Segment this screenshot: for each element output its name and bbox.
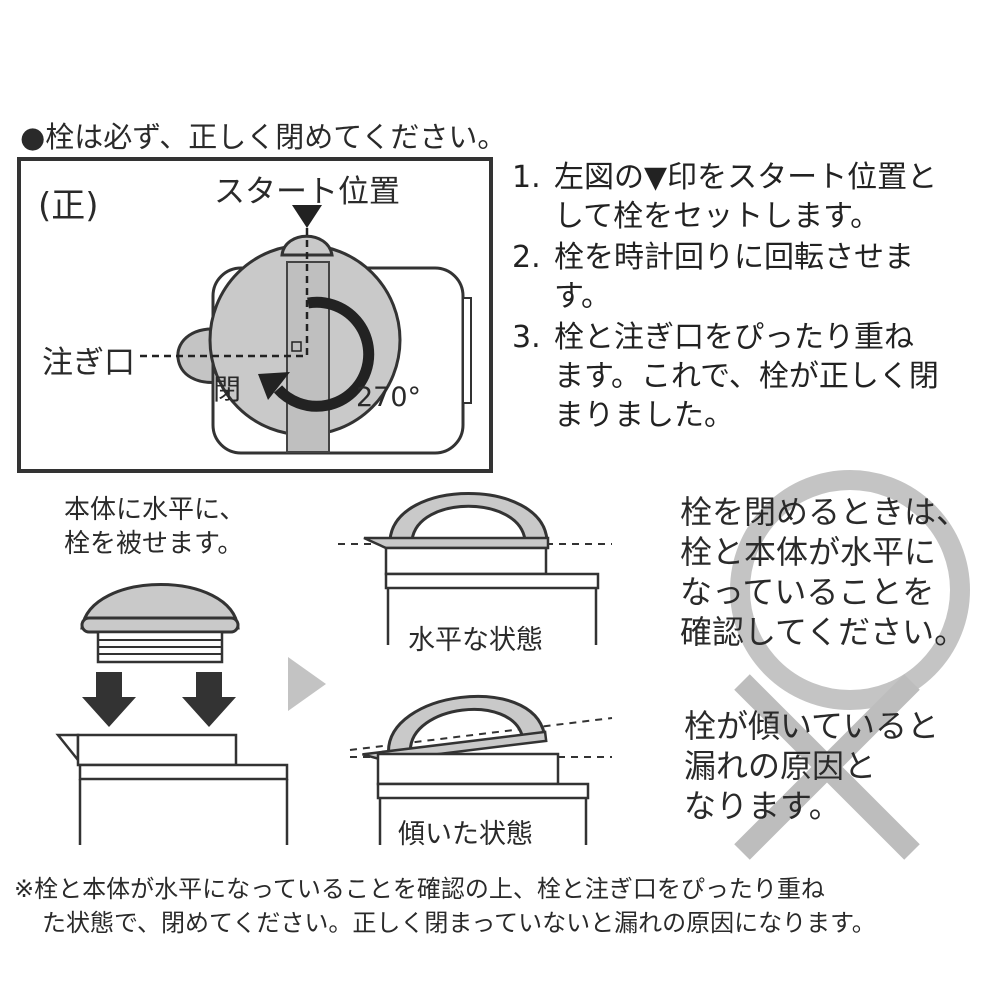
- start-marker-triangle: [292, 205, 322, 228]
- tilted-state-label: 傾いた状態: [398, 819, 533, 850]
- spout-label: 注ぎ口: [42, 345, 135, 381]
- start-position-label: スタート位置: [214, 174, 400, 210]
- footnote: ※栓と本体が水平になっていることを確認の上、栓と注ぎ口をぴったり重ね た状態で、…: [14, 875, 876, 937]
- rotation-arrow: [273, 296, 375, 412]
- correct-explanation: 栓を閉めるときは、 栓と本体が水平に なっていることを 確認してください。: [680, 493, 969, 651]
- closing-diagram-frame: [17, 157, 493, 473]
- page-heading: ●栓は必ず、正しく閉めてください。: [20, 120, 507, 154]
- assembly-neck: [76, 733, 238, 767]
- level-state-label: 水平な状態: [408, 625, 543, 656]
- angle-label: 270°: [356, 382, 422, 413]
- down-arrow-left: [82, 672, 136, 727]
- correct-circle-mark: [730, 470, 970, 710]
- next-arrow: [288, 657, 326, 711]
- level-cap: [388, 492, 549, 542]
- assembly-body: [78, 763, 289, 781]
- close-label: 閉: [213, 373, 242, 406]
- cap-instruction: 本体に水平に、 栓を被せます。: [64, 495, 246, 559]
- down-arrow-right: [182, 672, 236, 727]
- rotation-arrowhead: [258, 372, 290, 400]
- wrong-explanation: 栓が傾いていると 漏れの原因と なります。: [684, 707, 940, 825]
- wrong-cross-mark-b: [734, 674, 920, 860]
- correct-mark-label: (正): [38, 186, 99, 226]
